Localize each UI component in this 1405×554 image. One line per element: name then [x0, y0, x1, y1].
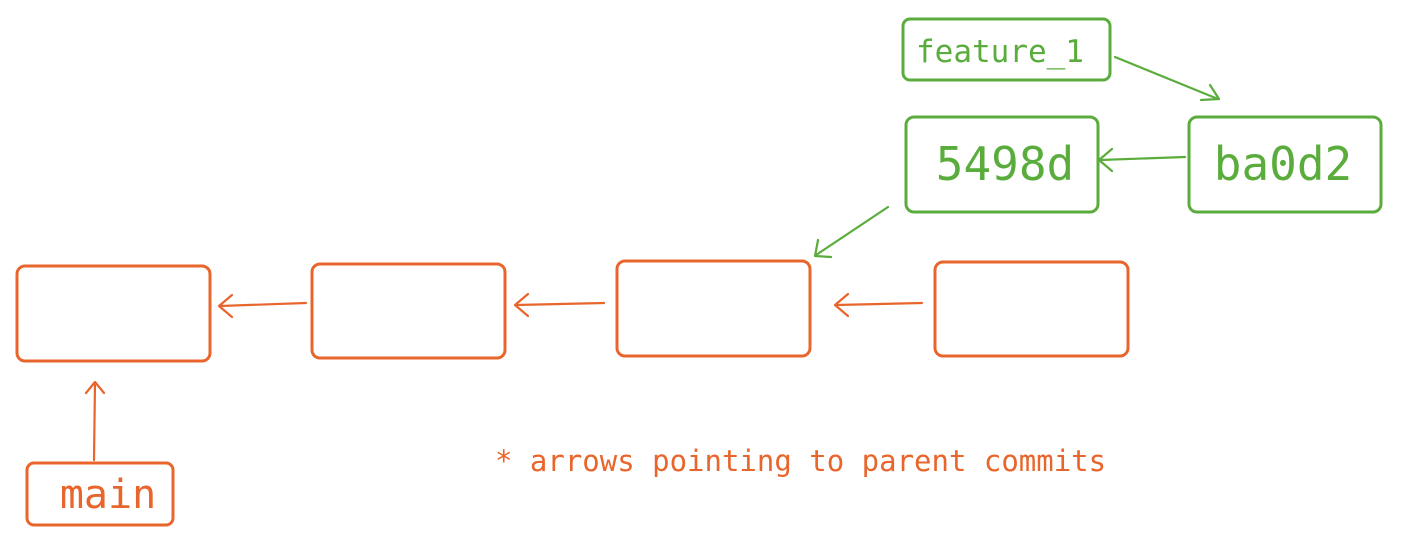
main-commit-3 — [615, 259, 812, 358]
feature-commit-5498d-label: 5498d — [936, 137, 1074, 191]
parent-arrows-note: * arrows pointing to parent commits — [495, 444, 1106, 478]
main-branch-label: main — [60, 472, 156, 518]
parent-arrow-ba0d2-to-5498d — [1097, 147, 1187, 173]
main-branch-label-box — [25, 461, 175, 527]
feature-pointer-arrow — [1113, 55, 1221, 102]
feature-commit-ba0d2-label: ba0d2 — [1214, 137, 1352, 191]
parent-arrow-3-to-2 — [513, 292, 606, 318]
main-commit-1 — [15, 264, 212, 363]
feature-commit-ba0d2 — [1187, 115, 1383, 214]
feature-commit-5498d — [904, 115, 1100, 214]
parent-arrow-2-to-1 — [217, 293, 308, 319]
feature-branch-label-box — [901, 17, 1112, 82]
main-commit-2 — [310, 262, 507, 360]
feature-branch-label: feature_1 — [916, 34, 1084, 70]
parent-arrow-5498d-to-main-commit-3 — [813, 205, 890, 259]
main-pointer-arrow — [84, 380, 106, 462]
parent-arrow-4-to-3 — [833, 292, 924, 318]
main-commit-4 — [933, 260, 1130, 358]
